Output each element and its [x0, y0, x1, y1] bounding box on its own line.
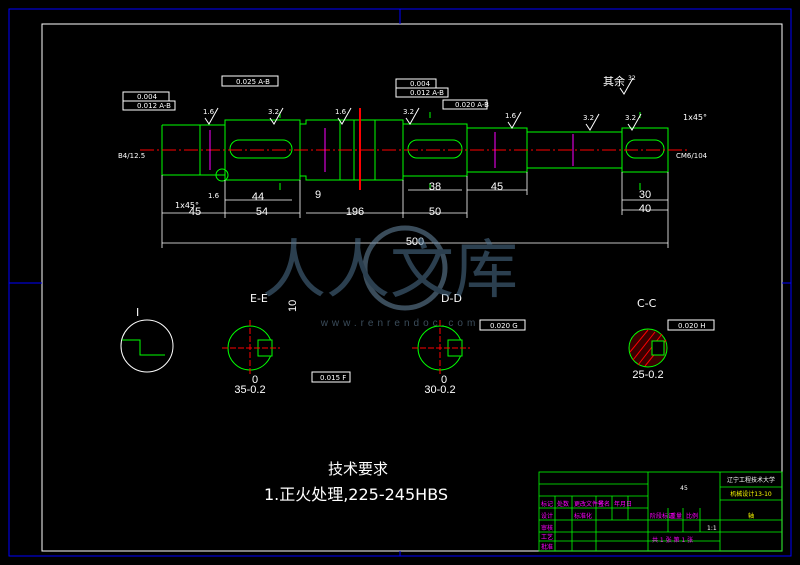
- tb-mark: 标记: [541, 500, 553, 508]
- detail-i-view: I: [120, 306, 174, 373]
- dim-196: 196: [346, 206, 364, 218]
- roughness-8: 1.6: [208, 192, 220, 200]
- tb-date: 年月日: [614, 500, 632, 508]
- dim-54: 54: [256, 206, 268, 218]
- tol-2: 0.025 A-B: [236, 78, 270, 86]
- dim-45-right: 45: [491, 181, 503, 193]
- roughness-3: 1.6: [335, 108, 347, 116]
- chamfer-right: 1x45°: [683, 113, 707, 122]
- dim-500: 500: [406, 236, 424, 248]
- tol-1a: 0.004: [137, 93, 158, 101]
- detail-i-label: I: [136, 306, 139, 319]
- tb-sign: 签名: [598, 500, 610, 508]
- dim-30: 30: [639, 189, 651, 201]
- dim-45-left: 45: [189, 206, 201, 218]
- section-dd-zero: 0: [441, 374, 447, 386]
- tol-1b: 0.012 A-B: [137, 102, 171, 110]
- section-cc-label: C-C: [637, 297, 657, 310]
- roughness-7: 3.2: [625, 114, 636, 122]
- section-dd: D-D 0 30-0.2 0.020 G: [412, 292, 526, 396]
- tb-material: 45: [680, 485, 688, 492]
- sheet-frame: [8, 8, 792, 557]
- watermark-url: www.renrendoc.com: [320, 318, 480, 329]
- tb-process: 工艺: [541, 533, 553, 541]
- tb-sheet: 共 1 张 第 1 张: [652, 536, 693, 544]
- center-hole-left: B4/12.5: [118, 152, 145, 160]
- tol-3a: 0.004: [410, 80, 431, 88]
- tolerance-frames: [122, 75, 488, 111]
- tolerance-texts: 0.004 0.012 A-B 0.025 A-B 0.004 0.012 A-…: [137, 78, 489, 110]
- tech-item-1: 1.正火处理,225-245HBS: [264, 485, 448, 504]
- tb-standard: 标准化: [574, 512, 592, 520]
- tb-part: 轴: [748, 512, 754, 520]
- watermark-brand: 人人文库: [262, 234, 518, 308]
- section-ee-dim: 35-0.2: [234, 384, 265, 396]
- roughness-5: 1.6: [505, 112, 517, 120]
- dim-50: 50: [429, 206, 441, 218]
- dim-9: 9: [315, 189, 321, 201]
- watermark: 人人文库 www.renrendoc.com: [262, 225, 518, 329]
- section-ee-label: E-E: [250, 292, 268, 305]
- section-dd-tol: 0.020 G: [490, 322, 518, 330]
- tb-stage: 阶段标记: [650, 512, 674, 520]
- other-surfaces-label: 其余: [603, 74, 625, 88]
- tb-checker: 审核: [541, 524, 553, 532]
- dimension-texts: 45 54 196 50 40 44 9 38 45 30 500 1x45° …: [118, 113, 708, 248]
- roughness-marks: [204, 77, 642, 131]
- tb-doc: 更改文件号: [574, 500, 604, 508]
- section-ee: E-E 0 35-0.2 10 0.015 F: [222, 292, 351, 396]
- dim-38: 38: [429, 181, 441, 193]
- dimension-lines: [161, 172, 669, 248]
- section-ee-key: 10: [287, 300, 299, 312]
- roughness-labels: 1.6 3.2 1.6 3.2 1.6 3.2 3.2 1.6: [203, 108, 636, 200]
- tb-weight: 重量: [670, 512, 682, 520]
- tb-ratio: 比例: [686, 512, 698, 520]
- tech-title: 技术要求: [328, 460, 388, 478]
- roughness-4: 3.2: [403, 108, 414, 116]
- roughness-2: 3.2: [268, 108, 279, 116]
- tol-3b: 0.012 A-B: [410, 89, 444, 97]
- section-cc: C-C 25-0.2 0.020 H: [628, 297, 715, 381]
- dim-44: 44: [252, 191, 264, 203]
- roughness-1: 1.6: [203, 108, 215, 116]
- tb-count: 处数: [557, 500, 569, 508]
- center-hole-right: CM6/104: [676, 152, 708, 160]
- title-block: [538, 471, 783, 552]
- section-cc-dim: 25-0.2: [632, 369, 663, 381]
- section-dd-label: D-D: [441, 292, 462, 305]
- roughness-6: 3.2: [583, 114, 594, 122]
- other-surfaces-value: 32: [628, 75, 636, 82]
- section-dd-dim: 30-0.2: [424, 384, 455, 396]
- tb-scale: 1:1: [707, 525, 717, 532]
- tb-designer: 设计: [541, 512, 553, 520]
- dim-40: 40: [639, 203, 651, 215]
- title-block-texts: 45 辽宁工程技术大学 机械设计13-10 轴 1:1 共 1 张 第 1 张 …: [541, 476, 775, 551]
- tol-4: 0.020 A-B: [455, 101, 489, 109]
- tb-approve: 批准: [541, 543, 553, 551]
- diameter-marks: [209, 128, 574, 172]
- tb-code: 机械设计13-10: [730, 490, 772, 498]
- section-ee-tol: 0.015 F: [320, 374, 346, 382]
- section-cc-tol: 0.020 H: [678, 322, 706, 330]
- section-ee-zero: 0: [252, 374, 258, 386]
- chamfer-left: 1x45°: [175, 201, 199, 210]
- tb-school: 辽宁工程技术大学: [727, 476, 775, 484]
